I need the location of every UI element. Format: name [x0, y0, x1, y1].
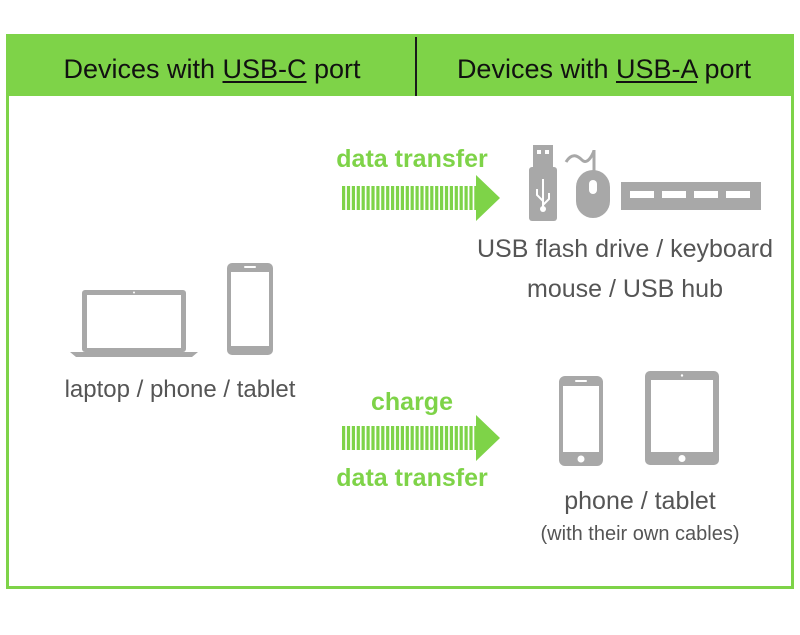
- arrow-right-icon: [342, 175, 500, 221]
- usb-a-title-suffix: port: [697, 54, 752, 84]
- usb-a-data-devices-line1: USB flash drive / keyboard: [477, 235, 773, 263]
- mouse-icon: [564, 149, 610, 218]
- laptop-icon: [70, 290, 198, 357]
- usb-a-charge-devices-label: phone / tablet: [564, 487, 716, 515]
- usb-c-title-port: USB-C: [222, 54, 307, 84]
- usb-flash-drive-icon: [529, 145, 557, 221]
- header-bar: Devices with USB-C port Devices with USB…: [9, 37, 791, 96]
- header-divider: [415, 37, 417, 96]
- bottom-arrow-label-data: data transfer: [336, 464, 488, 492]
- usb-c-column-title: Devices with USB-C port: [9, 37, 415, 96]
- usb-a-title-prefix: Devices with: [456, 54, 616, 84]
- usb-c-devices-label: laptop / phone / tablet: [64, 376, 296, 403]
- arrow-right-icon: [342, 415, 500, 461]
- phone-icon: [227, 263, 273, 355]
- usb-hub-icon: [621, 182, 761, 210]
- top-arrow-label: data transfer: [336, 145, 488, 173]
- usb-a-title-port: USB-A: [615, 54, 698, 84]
- usb-a-data-devices-line2: mouse / USB hub: [527, 275, 723, 303]
- usb-a-column-title: Devices with USB-A port: [417, 37, 791, 96]
- phone-icon: [559, 376, 603, 466]
- usb-c-title-prefix: Devices with: [63, 54, 223, 84]
- bottom-arrow-label-charge: charge: [371, 388, 453, 416]
- tablet-icon: [645, 371, 719, 465]
- usb-c-title-suffix: port: [306, 54, 361, 84]
- usb-a-charge-devices-note: (with their own cables): [540, 523, 740, 545]
